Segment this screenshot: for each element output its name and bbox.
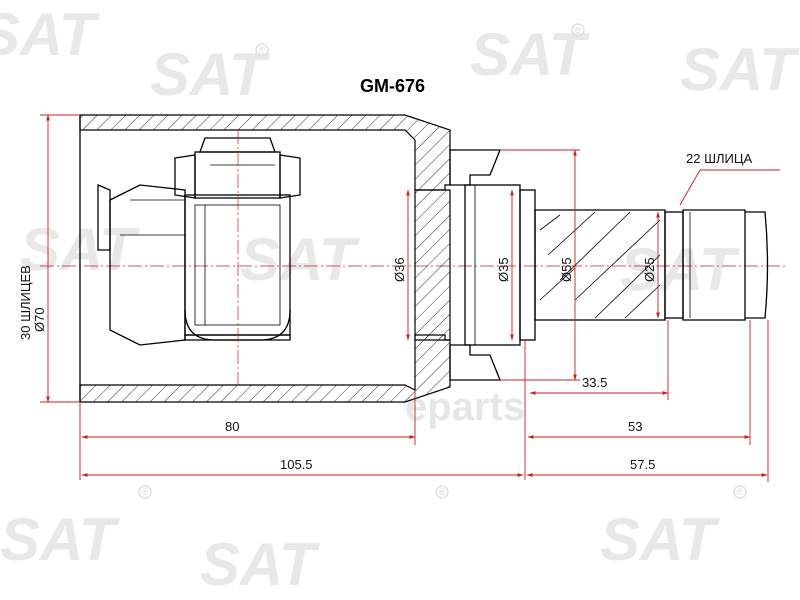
trunnion-body <box>194 151 281 199</box>
spline-end <box>682 209 746 321</box>
tripod-assembly <box>97 130 301 385</box>
watermark-text: SAT <box>0 1 100 68</box>
registered-mark: ® <box>439 487 446 497</box>
leader-right-splines <box>679 169 780 206</box>
label-shaft-diameter: Ø55 <box>559 257 574 282</box>
registered-mark-circle <box>255 43 269 57</box>
label-total-left: 105.5 <box>280 457 313 472</box>
seal-lower <box>449 344 501 381</box>
watermark-text: SAT <box>600 506 720 573</box>
watermark-text: SAT <box>620 236 740 303</box>
registered-mark: ® <box>259 45 266 55</box>
label-right-splines: 22 ШЛИЦА <box>686 151 752 166</box>
label-stub-length: 53 <box>628 419 642 434</box>
registered-mark: ® <box>142 487 149 497</box>
label-left-splines: 30 ШЛИЦЕВ <box>18 265 33 340</box>
label-seal-diameter: Ø35 <box>496 257 511 282</box>
registered-mark-circle <box>571 23 585 37</box>
shaft-tip <box>745 211 769 319</box>
watermark-text: SAT <box>680 36 800 103</box>
watermark-sat-top-center: SAT ® <box>150 41 270 108</box>
watermark-text: SAT <box>150 41 270 108</box>
watermark-sat-top-left: SAT <box>0 1 100 68</box>
trunnion-cap <box>199 137 276 153</box>
part-number-title: GM-676 <box>360 76 425 96</box>
watermark-sat-mid: SAT SAT SAT <box>20 216 740 303</box>
registered-mark: ® <box>575 25 582 35</box>
stub-body <box>534 209 666 321</box>
dimension-lines <box>40 114 780 482</box>
stub-shoulder <box>519 189 536 341</box>
label-total-right: 57.5 <box>630 457 655 472</box>
watermark-text: SAT <box>470 21 590 88</box>
seal-upper <box>449 149 501 186</box>
stub-shaft <box>519 189 769 341</box>
joint-housing <box>79 114 451 403</box>
label-spline-diameter: Ø25 <box>642 257 657 282</box>
dimension-labels: Ø70 30 ШЛИЦЕВ Ø36 Ø35 Ø55 Ø25 22 ШЛИЦА 3… <box>18 151 752 472</box>
registered-mark-circle <box>138 485 152 499</box>
label-outer-diameter: Ø70 <box>32 307 47 332</box>
roller-inner <box>194 204 281 326</box>
registered-mark: ® <box>737 487 744 497</box>
registered-mark-circle <box>435 485 449 499</box>
label-spline-length: 33.5 <box>582 375 607 390</box>
roller-bottom <box>184 334 291 341</box>
helical-splines <box>539 211 661 319</box>
registered-mark-circle <box>733 485 747 499</box>
trunnion-right-nut <box>279 154 301 199</box>
housing-wall-lower <box>79 334 451 403</box>
label-housing-length: 80 <box>225 419 239 434</box>
watermark-text: SAT <box>240 226 360 293</box>
label-bore-diameter: Ø36 <box>392 257 407 282</box>
watermark-text: SAT <box>0 506 120 573</box>
watermark-sat-top-right: SAT ® SAT <box>470 21 800 103</box>
housing-bottom <box>414 189 451 341</box>
roller-curve <box>184 309 291 341</box>
watermark-text: SAT <box>200 531 320 598</box>
watermark-sat-bottom: SAT ® SAT ® SAT ® <box>0 485 747 598</box>
housing-lip <box>80 129 140 386</box>
